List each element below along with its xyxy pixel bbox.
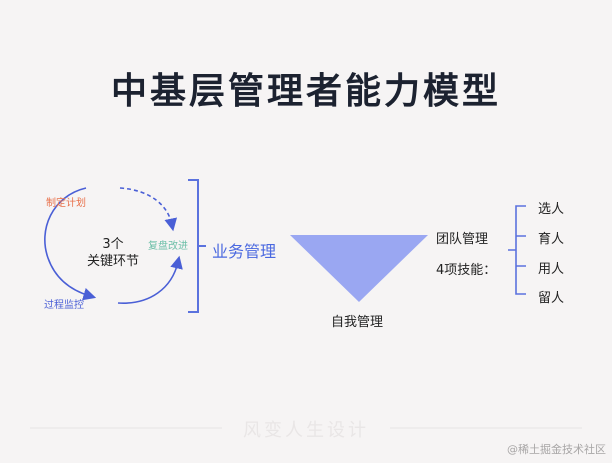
cycle-arc-bottom — [117, 255, 183, 304]
skill-item-develop: 育人 — [538, 232, 565, 247]
page-title: 中基层管理者能力模型 — [110, 71, 501, 112]
skill-item-use: 用人 — [538, 262, 565, 277]
plan-label: 制定计划 — [46, 198, 86, 209]
cycle-center-line2: 关键环节 — [86, 254, 139, 269]
footer-text: 风变人生设计 — [243, 420, 369, 441]
cycle-center-line1: 3个 — [102, 237, 124, 252]
cycle-arc-top-dashed — [119, 187, 178, 232]
skills-label: 4项技能： — [436, 263, 497, 278]
review-label: 复盘改进 — [148, 241, 188, 252]
skills-bracket — [508, 205, 526, 295]
cycle-arc-left — [44, 187, 97, 301]
business-management-label: 业务管理 — [212, 242, 277, 261]
business-bracket — [188, 179, 206, 313]
skill-item-retain: 留人 — [538, 291, 565, 306]
watermark: @稀土掘金技术社区 — [507, 443, 606, 456]
self-management-label: 自我管理 — [331, 315, 384, 330]
skill-item-select: 选人 — [538, 202, 565, 217]
self-management-funnel — [290, 235, 428, 302]
monitor-label: 过程监控 — [44, 300, 84, 311]
team-management-label: 团队管理 — [436, 232, 489, 247]
